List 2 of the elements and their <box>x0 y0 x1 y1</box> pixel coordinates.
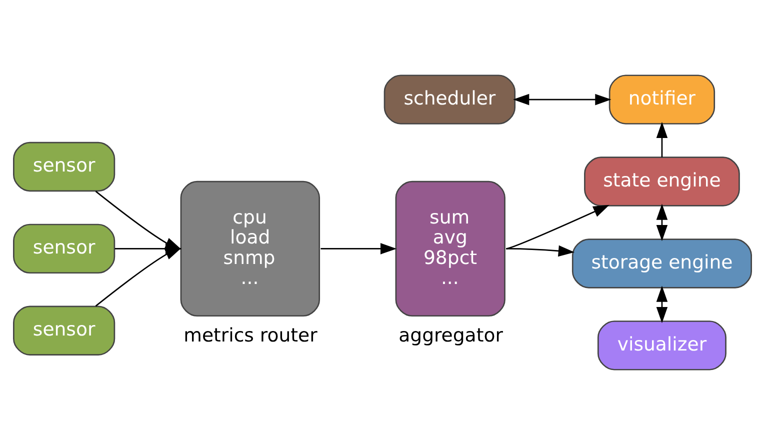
node-label: metrics router <box>184 325 318 346</box>
node-label: aggregator <box>398 325 503 346</box>
